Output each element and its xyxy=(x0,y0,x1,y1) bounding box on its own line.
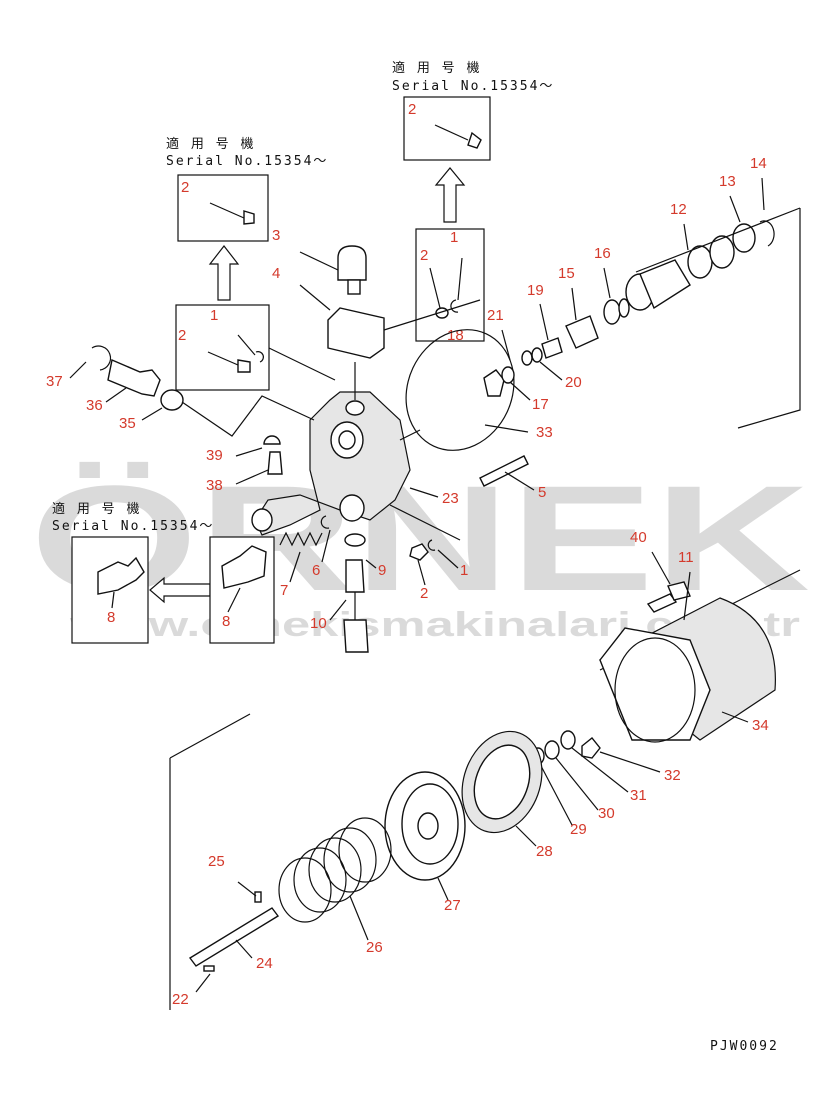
callout-15: 15 xyxy=(558,265,575,282)
callout-21: 21 xyxy=(487,307,504,324)
nut-part xyxy=(467,131,482,149)
detail-box-left xyxy=(175,304,270,391)
valve-spool-alt xyxy=(97,556,145,595)
bracket-part xyxy=(327,307,385,359)
callout-9: 9 xyxy=(378,562,386,579)
callout-29: 29 xyxy=(570,821,587,838)
adjuster-part xyxy=(345,559,365,593)
sleeve-part xyxy=(565,315,599,349)
callout-34: 34 xyxy=(752,717,769,734)
applicable-label-left: 適 用 号 機 xyxy=(166,136,255,152)
callout-2-top: 2 xyxy=(420,247,428,264)
callout-10: 10 xyxy=(310,615,327,632)
callout-17: 17 xyxy=(532,396,549,413)
callout-33: 33 xyxy=(536,424,553,441)
callout-14: 14 xyxy=(750,155,767,172)
nut-part-left xyxy=(243,210,255,225)
outline-right xyxy=(737,208,801,429)
callout-3: 3 xyxy=(272,227,280,244)
serial-label-left: Serial No.15354～ xyxy=(166,154,328,169)
callout-36: 36 xyxy=(86,397,103,414)
callout-8-b: 8 xyxy=(222,613,230,630)
callout-7: 7 xyxy=(280,582,288,599)
snap-ring-part xyxy=(450,299,459,313)
gasket-part xyxy=(405,329,515,451)
plug-part xyxy=(639,259,691,310)
callout-27: 27 xyxy=(444,897,461,914)
serial-label-lower: Serial No.15354～ xyxy=(52,519,214,534)
lock-nut-part xyxy=(483,369,505,397)
grease-nipple-part xyxy=(267,451,283,475)
callout-23: 23 xyxy=(442,490,459,507)
callout-22: 22 xyxy=(172,991,189,1008)
callout-37: 37 xyxy=(46,373,63,390)
rod-part xyxy=(188,907,280,967)
outline-left xyxy=(169,713,251,1010)
callout-40: 40 xyxy=(630,529,647,546)
arrow-up-top xyxy=(434,167,466,223)
callout-16: 16 xyxy=(594,245,611,262)
drawing-code: PJW0092 xyxy=(710,1039,779,1054)
callout-24: 24 xyxy=(256,955,273,972)
arrow-left xyxy=(149,576,211,604)
callout-2-mid: 2 xyxy=(420,585,428,602)
nut-32 xyxy=(581,737,601,759)
detail-box-left-top xyxy=(177,174,269,242)
valve-spool xyxy=(221,545,267,589)
callout-1-left: 1 xyxy=(210,307,218,324)
callout-11: 11 xyxy=(678,549,694,566)
callout-6: 6 xyxy=(312,562,320,579)
snap-ring-37 xyxy=(91,345,112,371)
callout-38: 38 xyxy=(206,477,223,494)
fitting-part xyxy=(107,359,161,397)
callout-13: 13 xyxy=(719,173,736,190)
callout-1-mid: 1 xyxy=(460,562,468,579)
sensor-part xyxy=(343,619,369,653)
serial-label-top: Serial No.15354～ xyxy=(392,79,554,94)
callout-1-top: 1 xyxy=(450,229,458,246)
callout-5: 5 xyxy=(538,484,546,501)
callout-28: 28 xyxy=(536,843,553,860)
callout-12: 12 xyxy=(670,201,687,218)
callout-20: 20 xyxy=(565,374,582,391)
callout-30: 30 xyxy=(598,805,615,822)
spring-26 xyxy=(278,817,392,923)
detail-box-top xyxy=(403,96,491,161)
detail-box-mid xyxy=(415,228,485,342)
cap-part xyxy=(337,245,367,281)
callout-18: 18 xyxy=(447,327,464,344)
callout-32: 32 xyxy=(664,767,681,784)
callout-8-a: 8 xyxy=(107,609,115,626)
callout-2-left: 2 xyxy=(178,327,186,344)
spring-7 xyxy=(279,531,323,547)
callout-25: 25 xyxy=(208,853,225,870)
callout-4: 4 xyxy=(272,265,280,282)
callout-2-leftbox: 2 xyxy=(181,179,189,196)
arrow-up-left xyxy=(208,245,240,301)
callout-2-topbox: 2 xyxy=(408,101,416,118)
applicable-label-lower: 適 用 号 機 xyxy=(52,501,141,517)
callout-39: 39 xyxy=(206,447,223,464)
callout-19: 19 xyxy=(527,282,544,299)
callout-31: 31 xyxy=(630,787,647,804)
applicable-label-top: 適 用 号 機 xyxy=(392,60,481,76)
callout-26: 26 xyxy=(366,939,383,956)
callout-35: 35 xyxy=(119,415,136,432)
pin-part xyxy=(479,455,529,487)
